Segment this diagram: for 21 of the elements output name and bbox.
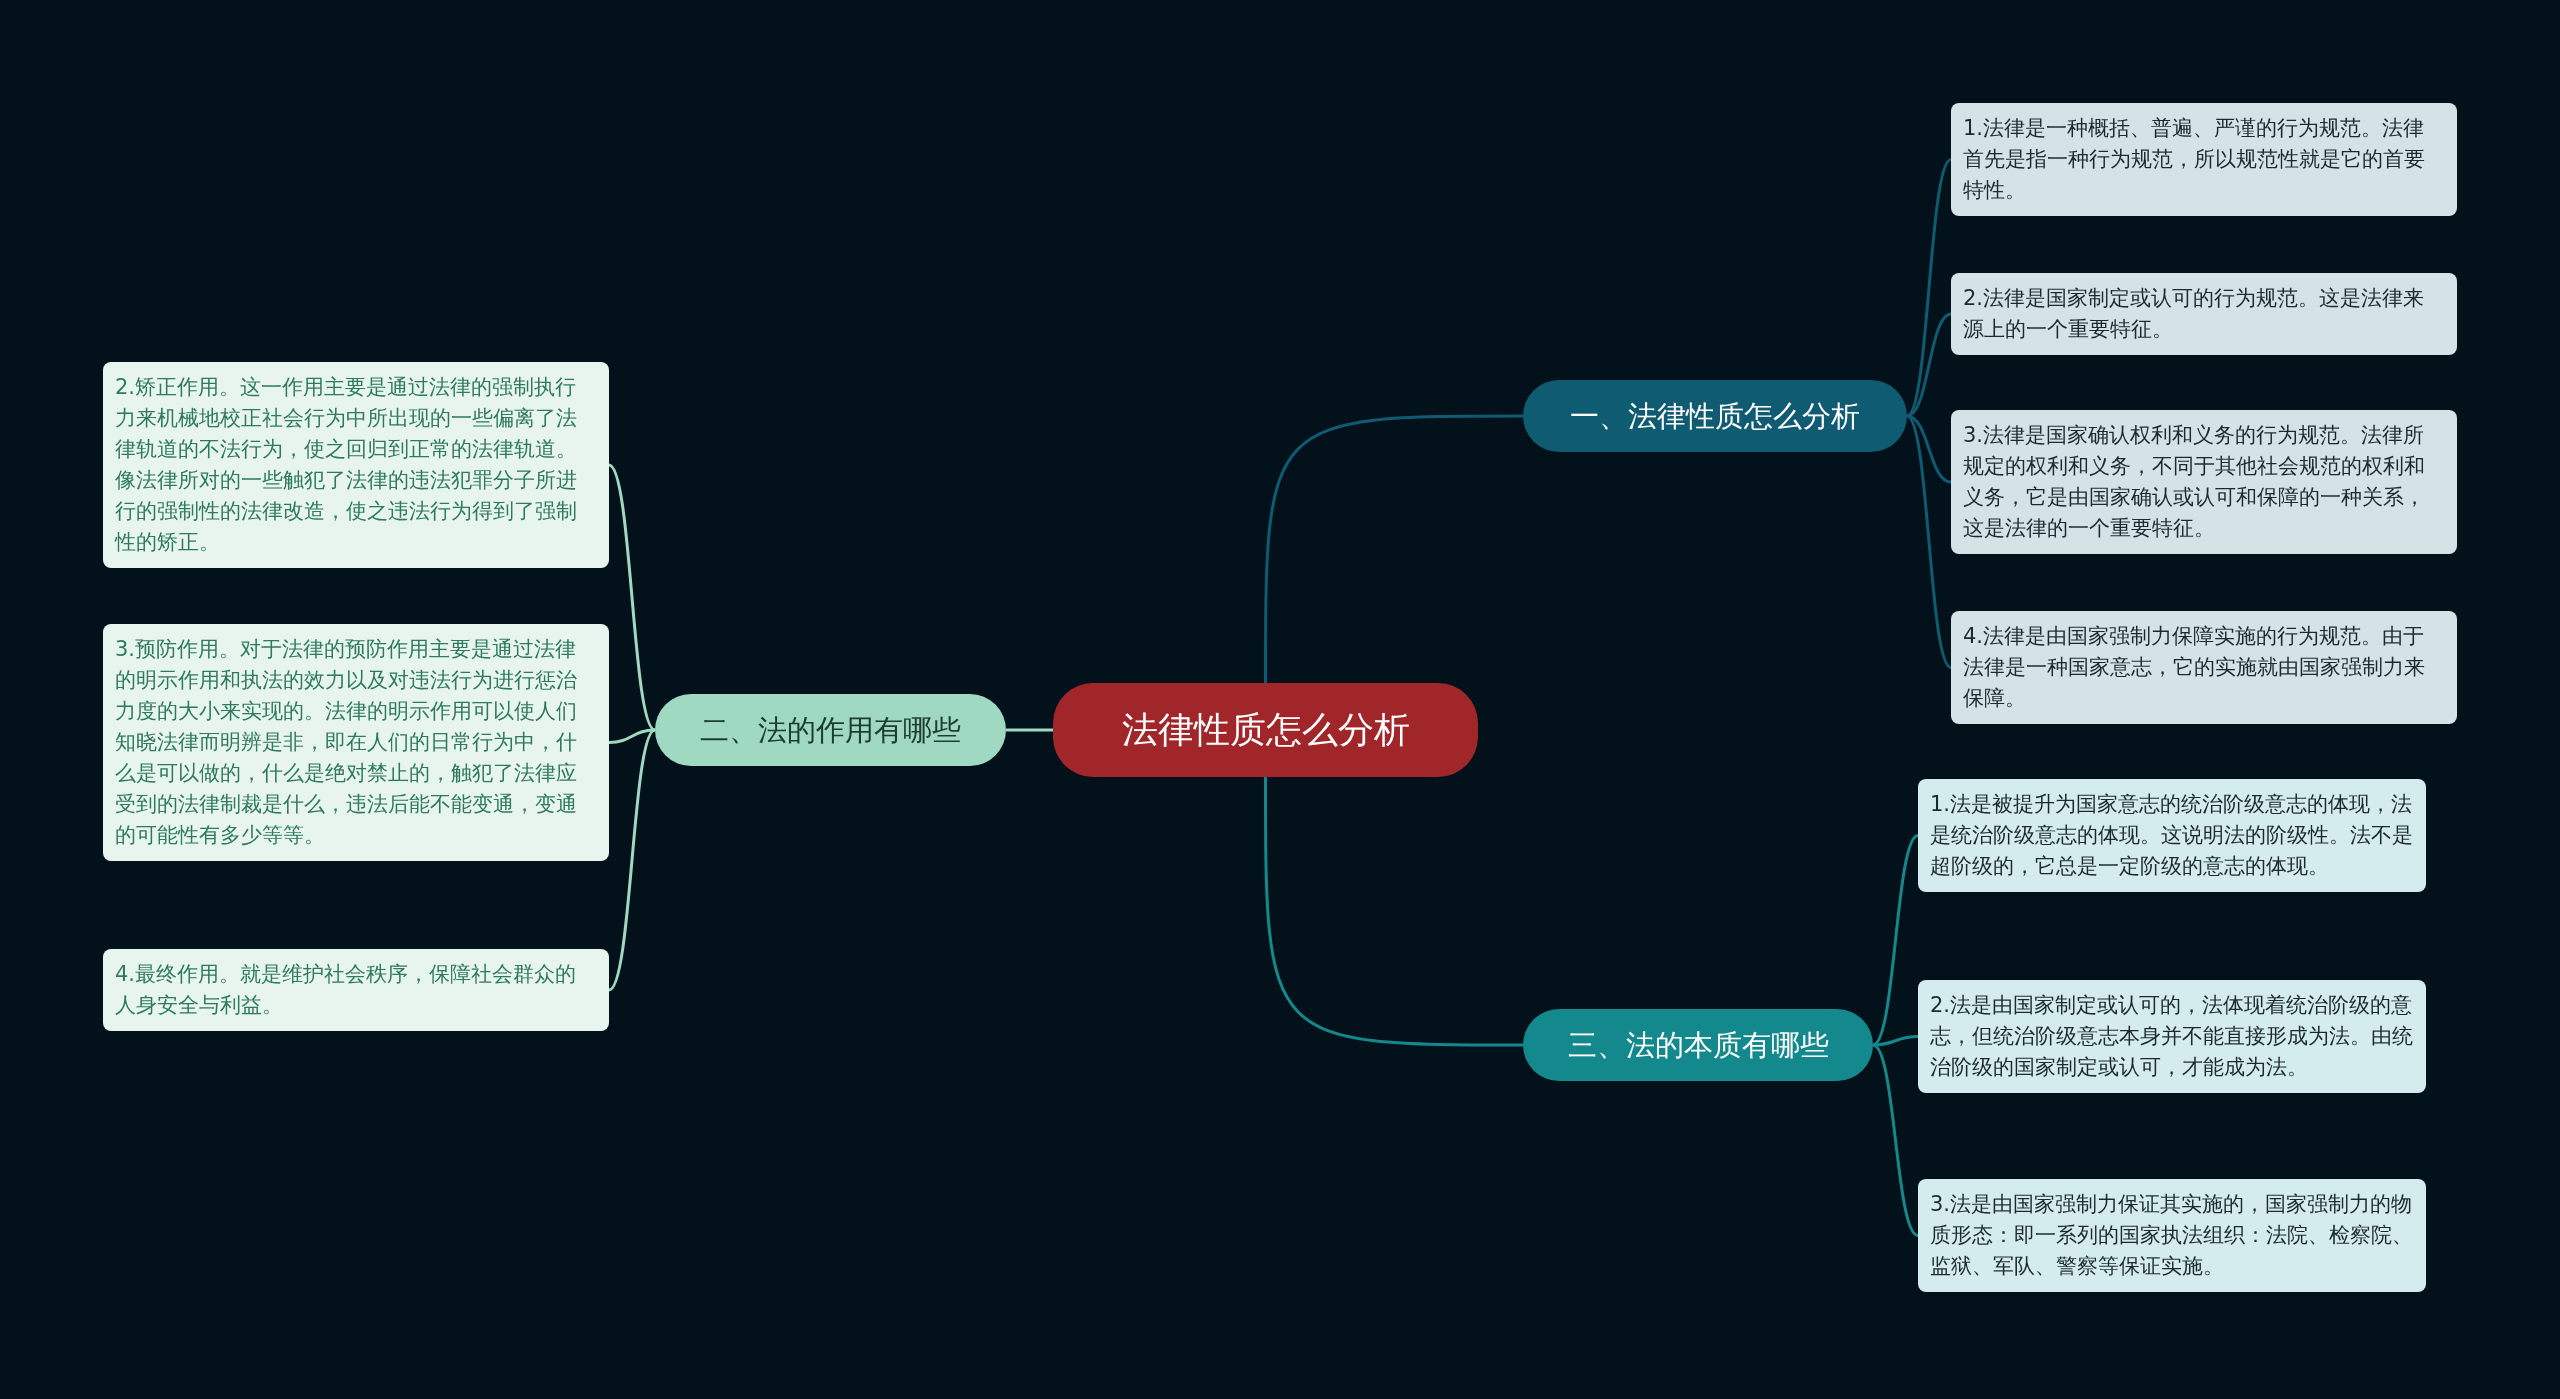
connector-line bbox=[1264, 414, 1523, 683]
branch-topic: 三、法的本质有哪些 bbox=[1523, 1009, 1873, 1081]
connector-line bbox=[1872, 1043, 1919, 1237]
connector-line bbox=[607, 463, 657, 732]
topic-card: 2.矫正作用。这一作用主要是通过法律的强制执行力来机械地校正社会行为中所出现的一些偏离了法律轨道的不法行为，使之回归到正常的法律轨道。像法律所对的一些触犯了法律的违法犯罪分子所进行的强制性的法律改造，使之违法行为得到了强制性的矫正。 bbox=[103, 362, 609, 568]
topic-card: 1.法是被提升为国家意志的统治阶级意志的体现，法是统治阶级意志的体现。这说明法的阶级性。法不是超阶级的，它总是一定阶级的意志的体现。 bbox=[1918, 779, 2426, 892]
topic-card: 3.预防作用。对于法律的预防作用主要是通过法律的明示作用和执法的效力以及对违法行为进行惩治力度的大小来实现的。法律的明示作用可以使人们知晓法律而明辨是非，即在人们的日常行为中，什么是可以做的，什么是绝对禁止的，触犯了法律应受到的法律制裁是什么，违法后能不能变通，变通的可能性有多少等等。 bbox=[103, 624, 609, 861]
topic-card: 2.法是由国家制定或认可的，法体现着统治阶级的意志，但统治阶级意志本身并不能直接形成为法。由统治阶级的国家制定或认可，才能成为法。 bbox=[1918, 980, 2426, 1093]
central-topic: 法律性质怎么分析 bbox=[1053, 683, 1478, 777]
connector-line bbox=[1006, 728, 1053, 732]
topic-card: 1.法律是一种概括、普遍、严谨的行为规范。法律首先是指一种行为规范，所以规范性就是它的首要特性。 bbox=[1951, 103, 2457, 216]
topic-card: 2.法律是国家制定或认可的行为规范。这是法律来源上的一个重要特征。 bbox=[1951, 273, 2457, 355]
branch-topic: 一、法律性质怎么分析 bbox=[1523, 380, 1907, 452]
connector-line bbox=[607, 728, 657, 992]
branch-topic: 二、法的作用有哪些 bbox=[655, 694, 1006, 766]
connector-line bbox=[1264, 777, 1523, 1047]
topic-card: 3.法律是国家确认权利和义务的行为规范。法律所规定的权利和义务，不同于其他社会规范的权利和义务，它是由国家确认或认可和保障的一种关系，这是法律的一个重要特征。 bbox=[1951, 410, 2457, 554]
topic-card: 4.最终作用。就是维护社会秩序，保障社会群众的人身安全与利益。 bbox=[103, 949, 609, 1031]
topic-card: 4.法律是由国家强制力保障实施的行为规范。由于法律是一种国家意志，它的实施就由国家强制力来保障。 bbox=[1951, 611, 2457, 724]
topic-card: 3.法是由国家强制力保证其实施的，国家强制力的物质形态：即一系列的国家执法组织：法院、检察院、监狱、军队、警察等保证实施。 bbox=[1918, 1179, 2426, 1292]
connector-line bbox=[1905, 414, 1953, 669]
